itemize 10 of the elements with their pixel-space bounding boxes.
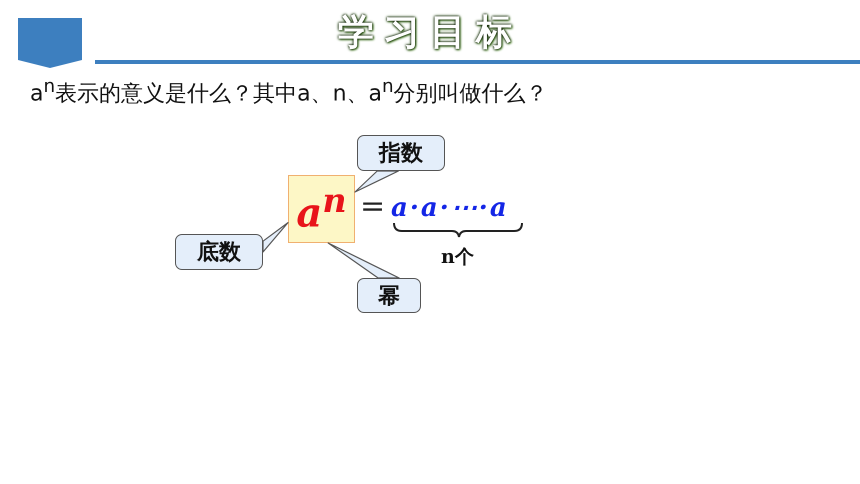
question-text: a$^{n}$表示的意义是什么？其中a、n、a$^{n}$分别叫做什么？ <box>30 76 548 108</box>
callout-pointer <box>262 222 289 253</box>
callout-pointer <box>328 242 400 279</box>
title: 学习目标 <box>336 10 523 55</box>
callout-pointer <box>354 170 399 193</box>
equals-sign: = <box>360 192 386 222</box>
count-label: n个 <box>441 245 474 270</box>
callout-box: 幂 <box>357 278 421 313</box>
product-expression: a·a·⋯·a <box>391 193 509 223</box>
formula-box: a$^{n}$ <box>288 175 355 243</box>
